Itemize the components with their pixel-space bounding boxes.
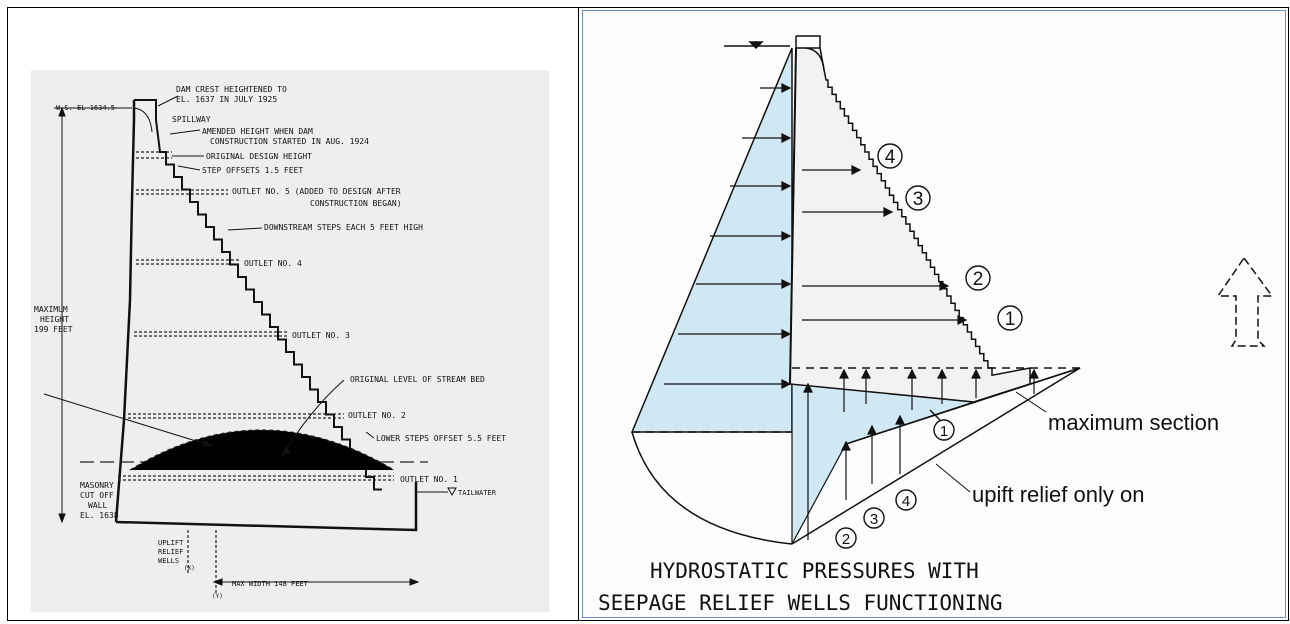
circle-label-4: 4 <box>885 147 896 168</box>
body-arrow-1-head <box>883 207 894 217</box>
crest-label-2: EL. 1637 IN JULY 1925 <box>176 95 277 104</box>
circle-label-3: 3 <box>913 189 924 210</box>
crest-label: DAM CREST HEIGHTENED TO <box>176 85 287 94</box>
uplift-arrow-3-head <box>895 414 905 425</box>
circle-label-4b: 4 <box>902 493 910 510</box>
body-arrow-2-head <box>939 281 950 291</box>
pressure-arrow-5-head <box>781 329 792 339</box>
uplift-pressure-area <box>791 383 975 545</box>
max-width-label: MAX WIDTH 148 FEET <box>232 580 309 588</box>
downstream-steps-label: DOWNSTREAM STEPS EACH 5 FEET HIGH <box>264 223 423 232</box>
well-x-label: (X) <box>184 565 195 572</box>
dam-body <box>789 47 1031 403</box>
circle-label-1b: 1 <box>940 423 948 440</box>
outlet-5-label: OUTLET NO. 5 (ADDED TO DESIGN AFTER <box>232 187 401 196</box>
uplift-relief-label: upift relief only on <box>972 482 1144 507</box>
body-arrow-0-head <box>851 165 862 175</box>
masonry-2: CUT OFF <box>80 491 114 500</box>
uplift-arrow-7-head <box>937 368 947 379</box>
uplift-arrow-4-head <box>839 368 849 379</box>
caption-line-2: SEEPAGE RELIEF WELLS FUNCTIONING <box>598 591 1003 615</box>
hydrostatic-pressure-area <box>630 47 793 433</box>
outlet-1-label: OUTLET NO. 1 <box>400 475 458 484</box>
step-offsets-label: STEP OFFSETS 1.5 FEET <box>202 166 303 175</box>
max-height-1: MAXIMUM <box>34 305 68 314</box>
uplift-1: UPLIFT <box>158 539 184 547</box>
uplift-arrow-6-head <box>907 368 917 379</box>
circle-label-2: 2 <box>973 269 984 290</box>
original-design-label: ORIGINAL DESIGN HEIGHT <box>206 152 312 161</box>
caption-line-1: HYDROSTATIC PRESSURES WITH <box>650 559 979 583</box>
uplift-arrow-2-head <box>867 424 877 435</box>
max-height-2: HEIGHT <box>40 315 69 324</box>
spillway-label: SPILLWAY <box>172 115 211 124</box>
stream-bed-label: ORIGINAL LEVEL OF STREAM BED <box>350 375 485 384</box>
uplift-arrow-9-head <box>1029 368 1039 379</box>
pressure-arrow-3-head <box>781 231 792 241</box>
panel-divider <box>578 7 579 621</box>
outlet-2-label: OUTLET NO. 2 <box>348 411 406 420</box>
uplift-2: RELIEF <box>158 548 183 556</box>
pressure-arrow-0-head <box>781 83 792 93</box>
masonry-3: WALL <box>88 501 107 510</box>
amended-label: AMENDED HEIGHT WHEN DAM <box>202 127 313 136</box>
pressure-arrow-6-head <box>781 379 792 389</box>
uplift-direction-arrow-icon <box>1216 256 1274 347</box>
outlet-4-label: OUTLET NO. 4 <box>244 259 302 268</box>
pressure-arrow-4-head <box>781 279 792 289</box>
max-height-3: 199 FEET <box>34 325 73 334</box>
uplift-arrow-8-head <box>971 368 981 379</box>
ws-label: W.S. EL 1634.5 <box>56 104 115 112</box>
outlet-3-label: OUTLET NO. 3 <box>292 331 350 340</box>
outlet-5-label-2: CONSTRUCTION BEGAN) <box>310 199 402 208</box>
uplift-arrow-5-head <box>861 368 871 379</box>
circle-label-1: 1 <box>1005 309 1016 330</box>
masonry-4: EL. 1638 <box>80 511 119 520</box>
uplift-3: WELLS <box>158 557 179 565</box>
well-y-label: (Y) <box>212 593 223 600</box>
lower-steps-label: LOWER STEPS OFFSET 5.5 FEET <box>376 434 506 443</box>
circle-label-2b: 2 <box>842 531 850 548</box>
tailwater-label: TAILWATER <box>458 489 497 497</box>
circle-label-3b: 3 <box>870 511 878 528</box>
uplift-arrow-0-head <box>803 382 813 393</box>
pressure-arrow-2-head <box>781 181 792 191</box>
body-arrow-3-head <box>957 315 968 325</box>
amended-label-2: CONSTRUCTION STARTED IN AUG. 1924 <box>210 137 369 146</box>
maximum-section-label: maximum section <box>1048 410 1219 435</box>
outer-frame <box>7 7 1289 621</box>
pressure-arrow-1-head <box>781 133 792 143</box>
uplift-arrow-1-head <box>841 440 851 451</box>
masonry-1: MASONRY <box>80 481 114 490</box>
